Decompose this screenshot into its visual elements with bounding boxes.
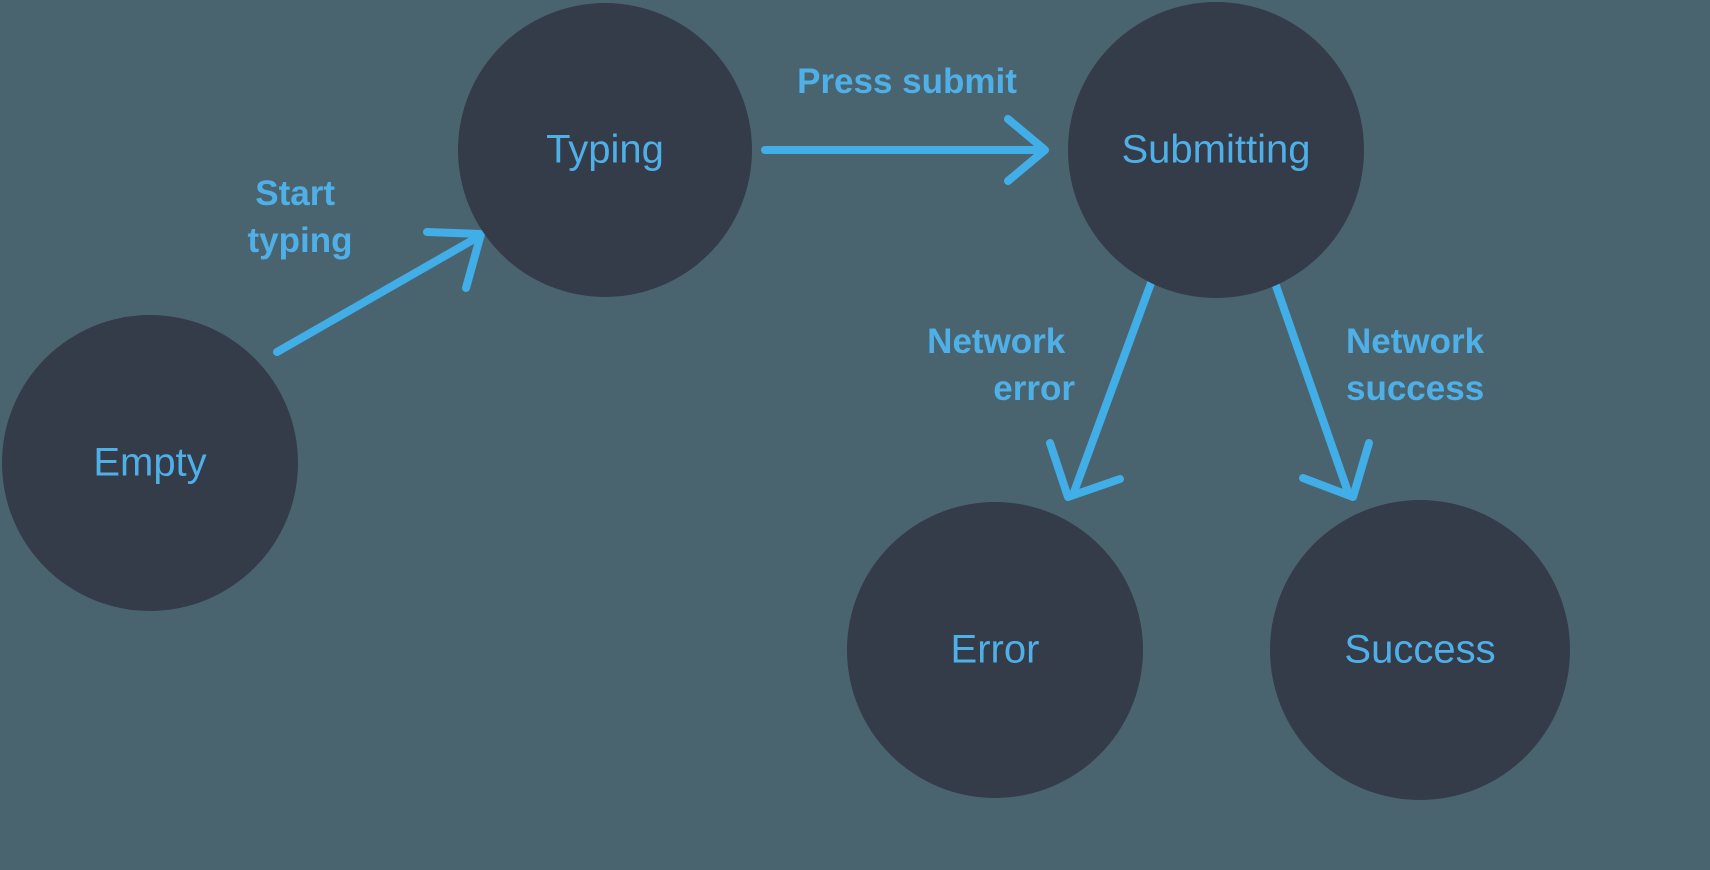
edge-submitting-to-error[interactable]: Network error: [927, 279, 1155, 501]
state-node-success[interactable]: Success: [1270, 500, 1570, 800]
state-node-error-label: Error: [951, 628, 1040, 672]
state-node-submitting-circle: [1068, 2, 1364, 298]
edge-line-start-typing: [273, 233, 482, 356]
edge-submitting-to-success[interactable]: Network success: [1271, 279, 1494, 501]
edge-line-network-error: [1070, 279, 1155, 496]
state-node-typing[interactable]: Typing: [458, 3, 752, 297]
edge-label-start-typing: Start typing: [248, 174, 353, 260]
state-node-success-circle: [1270, 500, 1570, 800]
edge-label-network-success: Network success: [1346, 322, 1494, 408]
state-node-submitting-label: Submitting: [1122, 128, 1311, 172]
edge-arrowhead-network-error: [1046, 439, 1124, 501]
edge-arrowhead-start-typing: [423, 228, 485, 292]
state-node-empty-circle: [2, 315, 298, 611]
state-node-typing-label: Typing: [546, 128, 664, 172]
state-node-error-circle: [847, 502, 1143, 798]
edge-arrowhead-press-submit: [1004, 115, 1049, 185]
edge-line-network-success: [1271, 279, 1352, 496]
state-node-success-label: Success: [1344, 628, 1495, 672]
edge-label-press-submit: Press submit: [797, 62, 1017, 101]
state-node-empty-label: Empty: [93, 441, 206, 485]
edge-arrowhead-network-success: [1299, 439, 1373, 501]
edge-empty-to-typing[interactable]: Start typing: [248, 174, 485, 356]
state-node-error[interactable]: Error: [847, 502, 1143, 798]
edge-typing-to-submitting[interactable]: Press submit: [761, 62, 1049, 185]
state-node-submitting[interactable]: Submitting: [1068, 2, 1364, 298]
state-node-empty[interactable]: Empty: [2, 315, 298, 611]
edge-label-network-error: Network error: [927, 322, 1075, 408]
state-node-typing-circle: [458, 3, 752, 297]
